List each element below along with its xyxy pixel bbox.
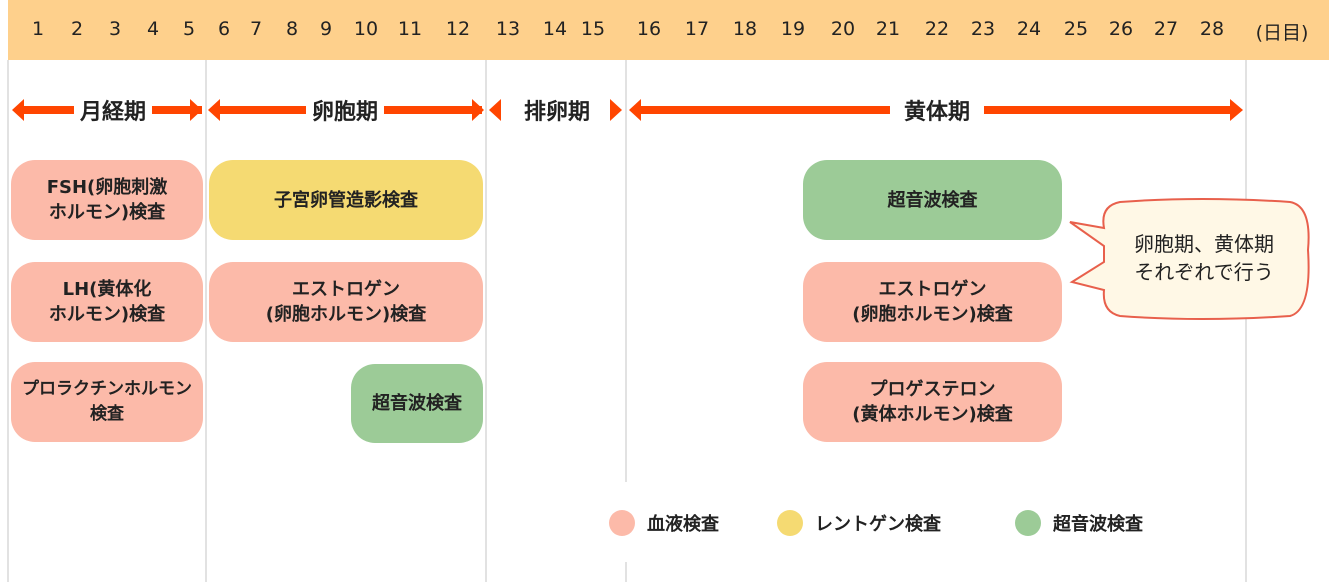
prolactin-test: プロラクチンホルモン 検査	[11, 362, 203, 442]
day-label: 7	[249, 18, 263, 40]
divider	[625, 60, 627, 482]
divider	[7, 60, 9, 582]
day-label: 2	[70, 18, 84, 40]
legend-xray: レントゲン検査	[777, 510, 941, 536]
day-label: 10	[353, 18, 379, 40]
divider	[205, 60, 207, 582]
phase-luteal: 黄体期	[889, 94, 985, 126]
day-label: 5	[182, 18, 196, 40]
callout-bubble	[1069, 198, 1310, 320]
arrow-ovulation	[489, 99, 501, 121]
callout-text: 卵胞期、黄体期 それぞれで行う	[1134, 232, 1274, 284]
legend-dot	[777, 510, 803, 536]
day-label: 4	[146, 18, 160, 40]
day-label: (日目)	[1255, 22, 1309, 44]
legend-label: 血液検査	[647, 514, 719, 535]
day-label: 20	[830, 18, 856, 40]
day-label: 23	[970, 18, 996, 40]
progesterone-test: プロゲステロン (黄体ホルモン)検査	[803, 362, 1062, 442]
day-label: 21	[875, 18, 901, 40]
day-label: 3	[108, 18, 122, 40]
day-label: 17	[684, 18, 710, 40]
day-label: 1	[31, 18, 45, 40]
day-label: 25	[1063, 18, 1089, 40]
fsh-test: FSH(卵胞刺激 ホルモン)検査	[11, 160, 203, 240]
legend-ultrasound: 超音波検査	[1015, 510, 1143, 536]
hsg-test: 子宮卵管造影検査	[209, 160, 483, 240]
day-label: 9	[319, 18, 333, 40]
legend-label: 超音波検査	[1053, 514, 1143, 535]
legend-dot	[609, 510, 635, 536]
divider	[625, 562, 627, 582]
legend-dot	[1015, 510, 1041, 536]
day-label: 26	[1108, 18, 1134, 40]
legend-label: レントゲン検査	[815, 514, 941, 535]
day-label: 22	[924, 18, 950, 40]
ultrasound-test-follicular: 超音波検査	[351, 364, 483, 443]
day-label: 24	[1016, 18, 1042, 40]
day-label: 27	[1153, 18, 1179, 40]
day-label: 19	[780, 18, 806, 40]
day-label: 12	[445, 18, 471, 40]
day-label: 15	[580, 18, 606, 40]
ultrasound-test-luteal: 超音波検査	[803, 160, 1062, 240]
day-label: 28	[1199, 18, 1225, 40]
day-label: 14	[542, 18, 568, 40]
day-label: 6	[217, 18, 231, 40]
estrogen-test-follicular: エストロゲン (卵胞ホルモン)検査	[209, 262, 483, 342]
divider	[1245, 60, 1247, 582]
day-label: 8	[285, 18, 299, 40]
day-label: 11	[397, 18, 423, 40]
phase-ovulation: 排卵期	[517, 94, 597, 126]
phase-follicular: 卵胞期	[305, 94, 385, 126]
phase-menstrual: 月経期	[73, 94, 153, 126]
estrogen-test-luteal: エストロゲン (卵胞ホルモン)検査	[803, 262, 1062, 342]
day-header-band	[8, 0, 1329, 60]
day-label: 18	[732, 18, 758, 40]
day-label: 16	[636, 18, 662, 40]
divider	[485, 60, 487, 582]
lh-test: LH(黄体化 ホルモン)検査	[11, 262, 203, 342]
day-label: 13	[495, 18, 521, 40]
legend-blood: 血液検査	[609, 510, 719, 536]
